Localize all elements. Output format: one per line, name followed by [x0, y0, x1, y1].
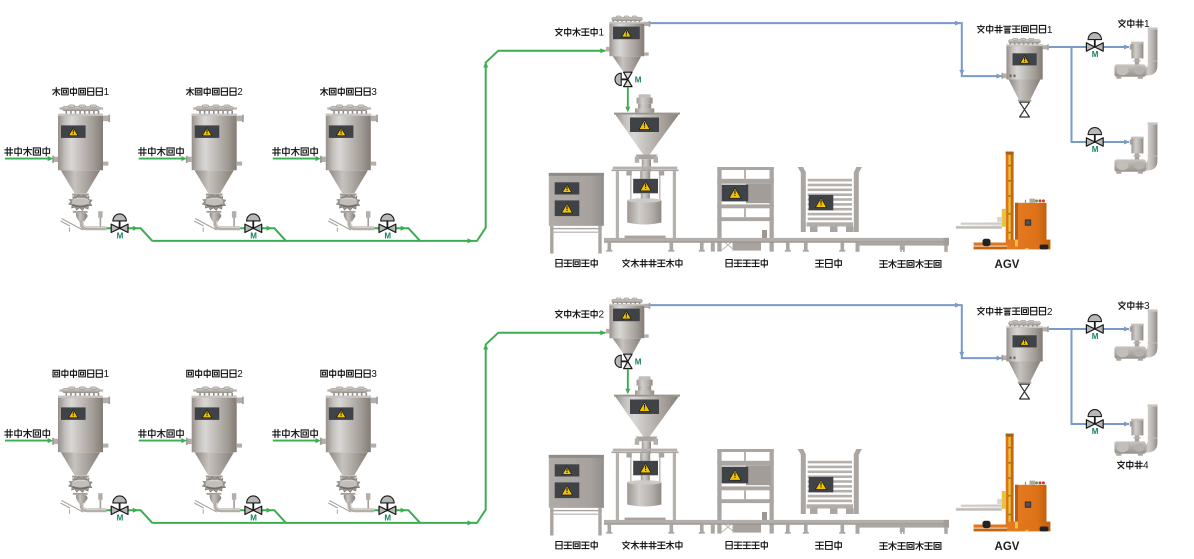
svg-text:1: 1	[104, 87, 110, 98]
svg-text:AGV: AGV	[995, 259, 1020, 271]
svg-text:AGV: AGV	[995, 541, 1020, 553]
svg-text:M: M	[635, 76, 642, 85]
svg-text:M: M	[1092, 50, 1099, 59]
svg-text:3: 3	[371, 87, 377, 98]
svg-text:M: M	[1092, 332, 1099, 341]
svg-text:1: 1	[1047, 25, 1053, 36]
svg-text:2: 2	[237, 369, 243, 380]
svg-text:3: 3	[371, 369, 377, 380]
svg-text:M: M	[384, 514, 391, 523]
svg-text:1: 1	[599, 28, 605, 39]
svg-text:M: M	[1092, 145, 1099, 154]
svg-text:M: M	[384, 232, 391, 241]
svg-text:M: M	[250, 514, 257, 523]
svg-text:M: M	[117, 232, 124, 241]
svg-text:M: M	[250, 232, 257, 241]
svg-text:2: 2	[237, 87, 243, 98]
svg-text:M: M	[1092, 427, 1099, 436]
svg-text:2: 2	[1047, 307, 1053, 318]
svg-text:M: M	[117, 514, 124, 523]
svg-text:2: 2	[599, 310, 605, 321]
svg-text:1: 1	[1144, 19, 1150, 30]
svg-text:4: 4	[1143, 461, 1149, 472]
svg-text:3: 3	[1144, 301, 1150, 312]
svg-text:M: M	[635, 358, 642, 367]
svg-text:1: 1	[104, 369, 110, 380]
